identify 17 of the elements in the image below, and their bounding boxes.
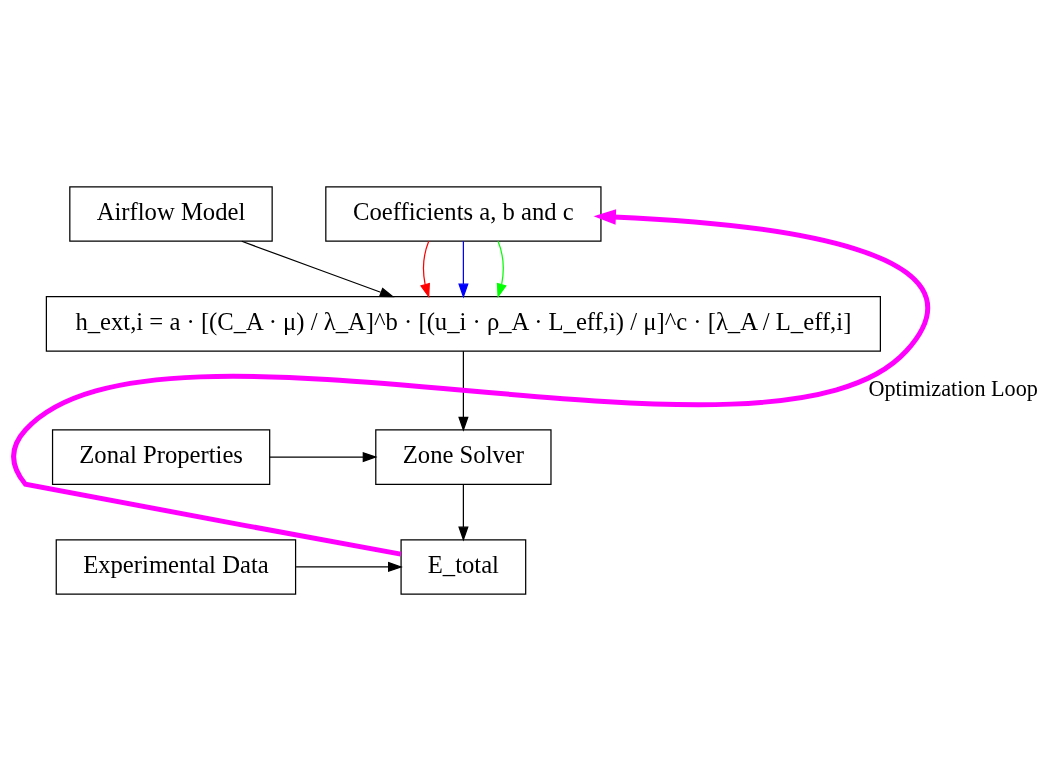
arrow: [496, 240, 507, 298]
node-box: h_ext,i = a · [(C_A · μ) / λ_A]^b · [(u_i · ρ_A · L_eff,i) / μ]^c · [λ_A / L_eff,i]: [45, 295, 881, 352]
node-box: Coefficients a, b and c: [325, 185, 602, 242]
node-box: Zonal Properties: [51, 428, 271, 485]
arrow: [458, 483, 469, 541]
arrow: [295, 561, 403, 572]
arrow: [458, 240, 469, 298]
node-box: Experimental Data: [55, 538, 297, 595]
arrow: [458, 350, 469, 432]
node-box: Airflow Model: [69, 185, 273, 242]
node-box: Zone Solver: [375, 428, 552, 485]
edge-label: Optimization Loop: [868, 375, 1038, 401]
node-box: E_total: [400, 538, 527, 595]
arrow: [420, 240, 430, 298]
arrow: [241, 240, 395, 297]
arrow: [12, 208, 929, 557]
arrow: [269, 451, 378, 462]
